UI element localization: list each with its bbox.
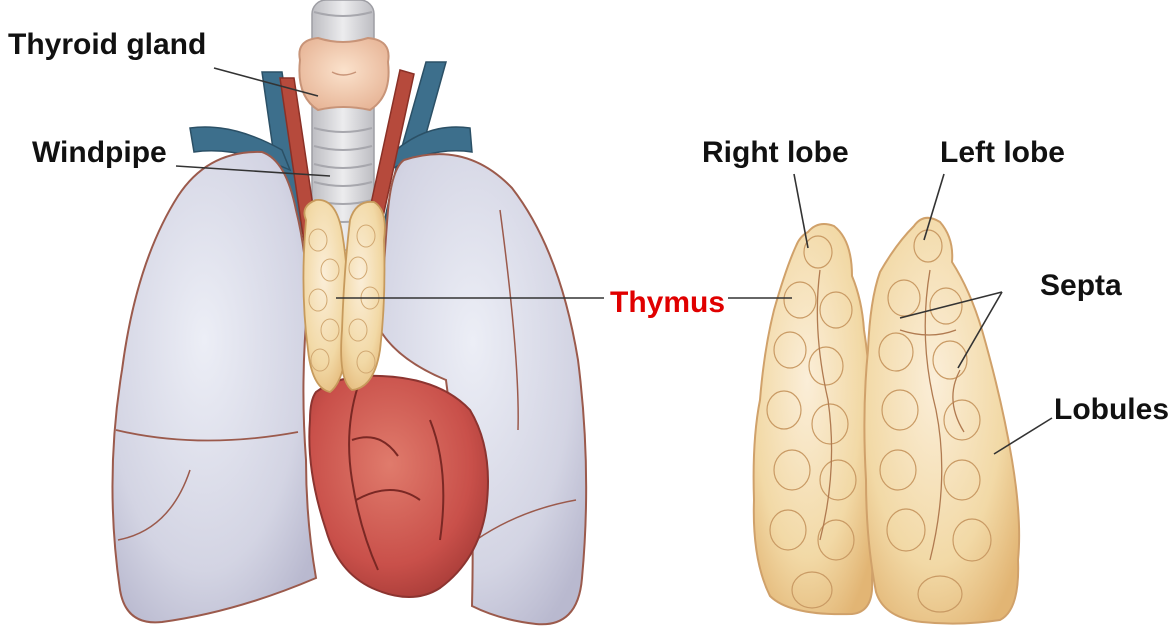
septa-label: Septa — [1040, 271, 1122, 301]
thyroid-gland-label: Thyroid gland — [8, 30, 206, 60]
thyroid-gland — [299, 38, 388, 110]
right-lobe-label: Right lobe — [702, 138, 849, 168]
thymus-left-lobe-shape — [864, 218, 1019, 624]
heart — [309, 376, 488, 597]
left-lobe-label: Left lobe — [940, 138, 1065, 168]
chest-anatomy-illustration — [112, 0, 586, 624]
windpipe-label: Windpipe — [32, 138, 167, 168]
thymus-right-lobe-shape — [754, 224, 873, 614]
lobules-label: Lobules — [1054, 395, 1169, 425]
thymus-label: Thymus — [610, 288, 725, 318]
isolated-thymus-illustration — [754, 218, 1020, 624]
right-lung — [112, 152, 316, 622]
